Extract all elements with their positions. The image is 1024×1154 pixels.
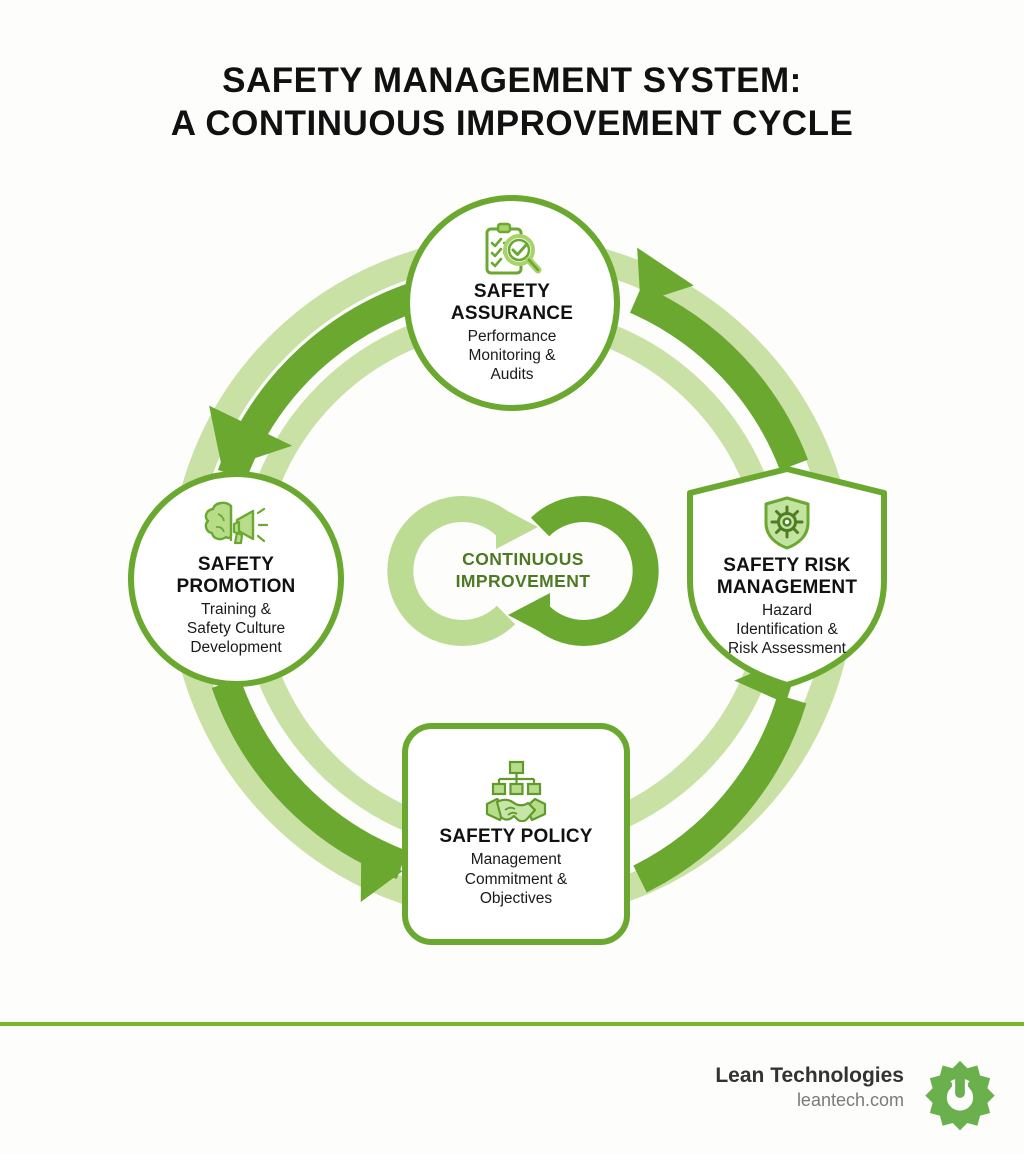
node-safety-assurance[interactable]: SAFETY ASSURANCE Performance Monitoring … — [404, 195, 620, 411]
brand-url[interactable]: leantech.com — [796, 1090, 904, 1111]
node-subtitle: Hazard Identification & Risk Assessment — [728, 601, 846, 659]
node-sub-line2: Commitment & — [464, 870, 568, 888]
brain-megaphone-icon — [204, 502, 269, 545]
footer-divider — [0, 1022, 1024, 1026]
node-sub-line3: Development — [190, 639, 282, 657]
shield-gear-icon — [764, 496, 810, 550]
ci-arrow-left-light — [387, 496, 538, 646]
node-sub-line2: Monitoring & — [468, 347, 556, 365]
continuous-improvement-center: CONTINUOUS IMPROVEMENT — [378, 471, 668, 671]
node-title: SAFETY POLICY — [439, 826, 592, 847]
node-title-line1: SAFETY — [473, 281, 551, 303]
footer: Lean Technologies leantech.com — [0, 1055, 1024, 1145]
node-sub-line1: Performance — [467, 327, 557, 345]
node-sub-line2: Safety Culture — [186, 620, 286, 638]
title-line-2: A CONTINUOUS IMPROVEMENT CYCLE — [170, 103, 854, 143]
title-line-1: SAFETY MANAGEMENT SYSTEM: — [222, 61, 802, 100]
node-title: SAFETY PROMOTION — [177, 554, 296, 597]
arrow-risk-to-assurance — [629, 247, 809, 471]
brand-name: Lean Technologies — [715, 1064, 904, 1087]
node-title: SAFETY ASSURANCE — [451, 281, 573, 324]
footer-brand-block: Lean Technologies leantech.com — [715, 1063, 904, 1112]
two-interlocking-circular-arrows-icon — [387, 496, 659, 646]
node-sub-line3: Objectives — [479, 889, 553, 907]
ci-arrow-right-dark — [508, 496, 659, 646]
node-subtitle: Management Commitment & Objectives — [465, 850, 568, 908]
node-sub-line3: Audits — [490, 366, 534, 384]
node-sub-line1: Hazard — [762, 601, 812, 619]
node-title-line1: SAFETY RISK — [723, 555, 851, 577]
node-sub-line2: Identification & — [736, 621, 838, 639]
continuous-improvement-cycle-diagram: CONTINUOUS IMPROVEMENT SAFETY ASSURANCE — [0, 175, 1024, 975]
node-safety-risk-management[interactable]: SAFETY RISK MANAGEMENT Hazard Identifica… — [678, 463, 896, 691]
node-title: SAFETY RISK MANAGEMENT — [717, 555, 857, 598]
node-title-line1: SAFETY — [197, 554, 275, 576]
page-title: SAFETY MANAGEMENT SYSTEM: A CONTINUOUS I… — [0, 60, 1024, 145]
node-title-line2: MANAGEMENT — [716, 576, 858, 598]
node-sub-line1: Management — [470, 851, 562, 869]
node-safety-policy[interactable]: SAFETY POLICY Management Commitment & Ob… — [402, 723, 630, 945]
node-subtitle: Performance Monitoring & Audits — [468, 327, 557, 385]
gear-power-logo-icon — [925, 1060, 995, 1131]
node-title-line1: SAFETY POLICY — [439, 826, 593, 848]
org-chart-handshake-icon — [485, 760, 547, 823]
node-subtitle: Training & Safety Culture Development — [187, 600, 285, 658]
node-sub-line1: Training & — [200, 600, 272, 618]
node-sub-line3: Risk Assessment — [727, 640, 846, 658]
node-safety-promotion[interactable]: SAFETY PROMOTION Training & Safety Cultu… — [128, 471, 344, 687]
arrow-promotion-to-policy — [211, 678, 408, 903]
clipboard-checklist-magnifier-icon — [485, 223, 542, 275]
shield-outline — [687, 466, 887, 688]
node-title-line2: ASSURANCE — [450, 302, 574, 324]
node-title-line2: PROMOTION — [176, 575, 296, 597]
